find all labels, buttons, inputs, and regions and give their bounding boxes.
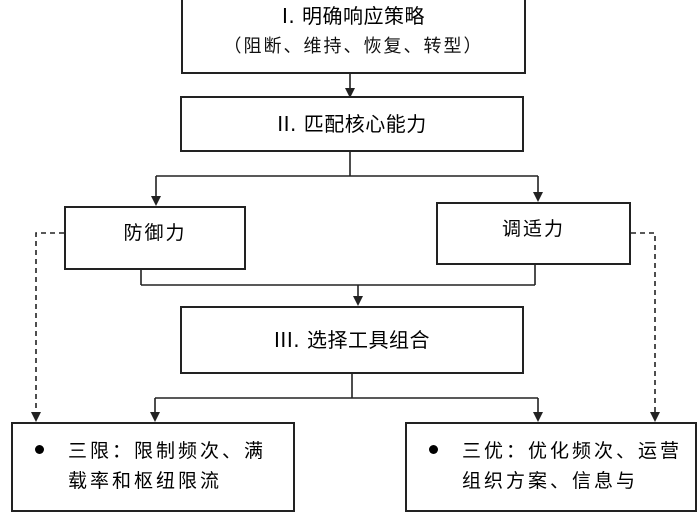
bullet-icon	[35, 445, 44, 454]
left-tools-item: 三限：限制频次、满载率和枢纽限流	[35, 436, 283, 496]
step3-title: III. 选择工具组合	[274, 328, 430, 352]
step3-box: III. 选择工具组合	[180, 306, 524, 374]
step1-box: I. 明确响应策略 （阻断、维持、恢复、转型）	[181, 0, 526, 74]
left-tools-box: 三限：限制频次、满载率和枢纽限流	[11, 422, 295, 512]
left-tools-text: 三限：限制频次、满载率和枢纽限流	[68, 440, 267, 492]
connectors	[31, 74, 660, 422]
right-tools-box: 三优：优化频次、运营组织方案、信息与	[405, 422, 697, 512]
defense-capability-label: 防御力	[123, 222, 187, 244]
step2-title: II. 匹配核心能力	[277, 112, 427, 136]
dashed-link-right	[631, 232, 660, 422]
step1-title: I. 明确响应策略	[281, 4, 426, 28]
adaptation-capability-box: 调适力	[436, 202, 631, 265]
step2-box: II. 匹配核心能力	[180, 96, 524, 152]
step1-subtitle: （阻断、维持、恢复、转型）	[223, 36, 484, 57]
flow-diagram: I. 明确响应策略 （阻断、维持、恢复、转型） II. 匹配核心能力 防御力 调…	[11, 0, 697, 512]
right-tools-text: 三优：优化频次、运营组织方案、信息与	[462, 440, 683, 492]
bullet-icon	[429, 445, 438, 454]
right-tools-item: 三优：优化频次、运营组织方案、信息与	[429, 436, 685, 496]
defense-capability-box: 防御力	[64, 206, 246, 270]
adaptation-capability-label: 调适力	[501, 218, 565, 240]
dashed-link-left	[31, 232, 64, 422]
